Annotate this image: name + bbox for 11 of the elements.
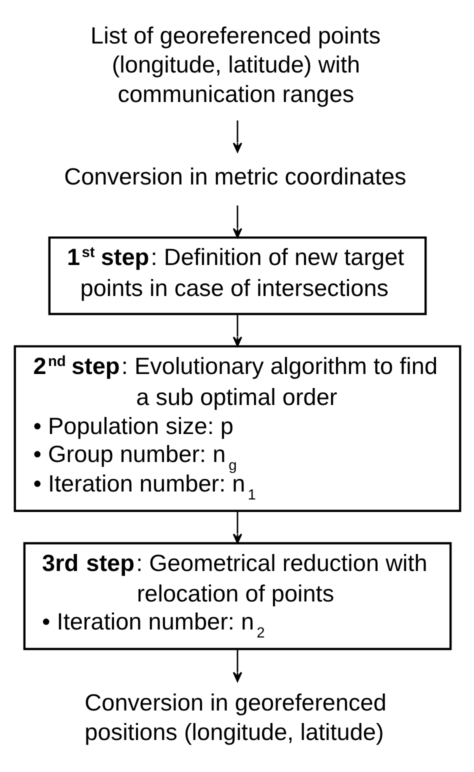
node-box: 1$^{st}$ step: Definition of new target points in case of intersections bbox=[48, 236, 426, 316]
arrow bbox=[232, 649, 242, 682]
node-text: Conversion in metric coordinates bbox=[64, 163, 406, 190]
node-text: Conversion in georeferenced positions (longitude, latitude) bbox=[84, 689, 386, 745]
arrow bbox=[232, 510, 242, 544]
node-box: 3rd step: Geometrical reduction with relocation of points • Iteration number: n$_{2}$ bbox=[22, 542, 452, 650]
arrow bbox=[232, 120, 242, 153]
arrow bbox=[232, 314, 242, 347]
node-text: List of georeferenced points (longitude, latitude) with communication ranges bbox=[90, 22, 380, 108]
node-box: 2$^{nd}$ step: Evolutionary algorithm to find a sub optimal order • Population size: p • Group number: n$_{g}$ • Iteration number: n$_{1}$ bbox=[13, 345, 461, 512]
arrow bbox=[232, 205, 242, 238]
